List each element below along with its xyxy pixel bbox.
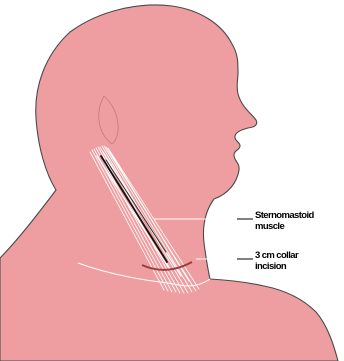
incision-label-line1: 3 cm collar xyxy=(255,250,299,261)
muscle-label: Sternomastoid muscle xyxy=(255,210,316,232)
head-silhouette xyxy=(0,5,338,361)
incision-label: 3 cm collar incision xyxy=(255,250,300,272)
muscle-label-line2: muscle xyxy=(255,221,284,232)
incision-label-line2: incision xyxy=(255,261,287,272)
muscle-label-line1: Sternomastoid xyxy=(255,210,315,221)
